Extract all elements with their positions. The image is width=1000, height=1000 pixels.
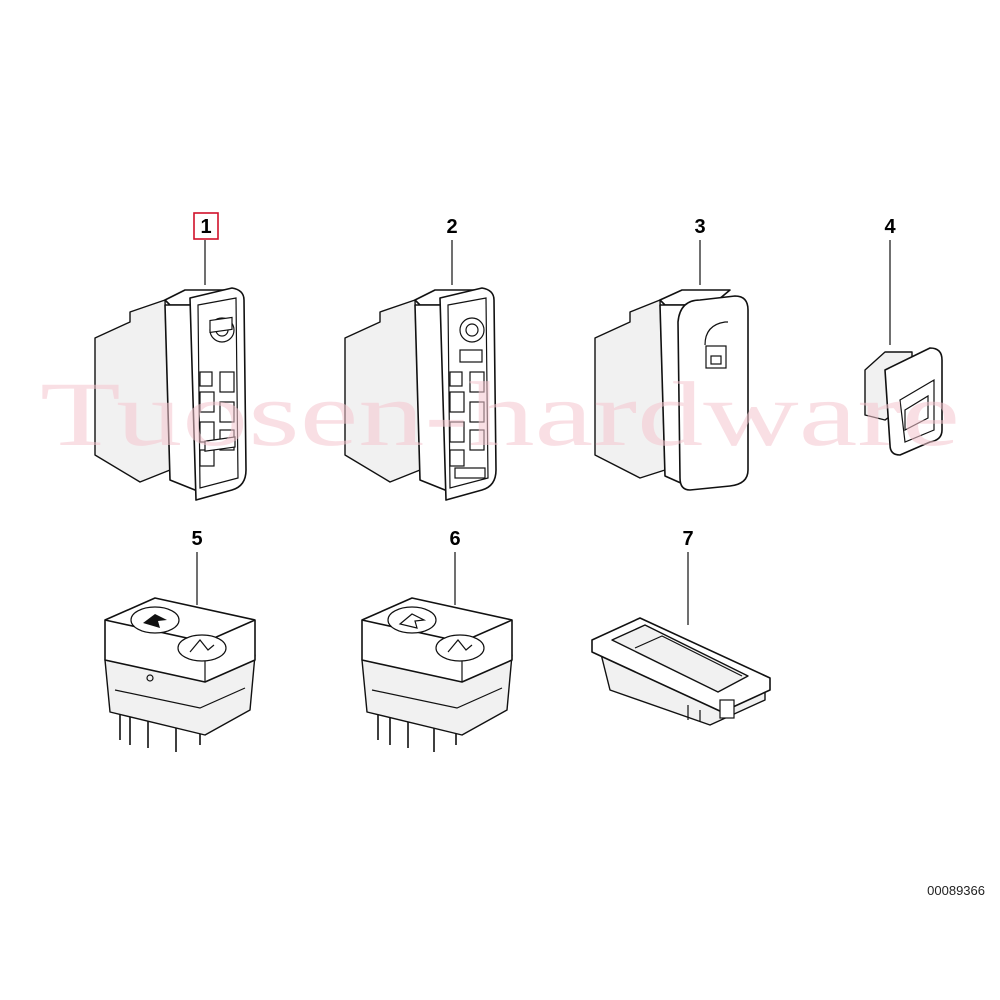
part-2-window-switch-block[interactable] — [344, 287, 497, 501]
watermark-text: Tuosen-hardware — [40, 363, 960, 465]
callout-1[interactable]: 1 — [200, 216, 211, 238]
callout-6[interactable]: 6 — [449, 528, 460, 550]
callout-3[interactable]: 3 — [694, 216, 705, 238]
part-1-window-switch-block[interactable] — [94, 287, 247, 501]
part-6-rocker-switch[interactable] — [361, 597, 513, 752]
part-5-rocker-switch[interactable] — [104, 597, 256, 752]
callout-7[interactable]: 7 — [682, 528, 693, 550]
callout-2[interactable]: 2 — [446, 216, 457, 238]
part-4-small-switch[interactable] — [864, 347, 943, 456]
part-7-switch-frame[interactable] — [591, 617, 771, 726]
part-3-single-switch-block[interactable] — [594, 289, 749, 491]
callout-4[interactable]: 4 — [884, 216, 896, 238]
reference-number: 00089366 — [927, 883, 985, 898]
callout-1-highlight-box — [193, 212, 219, 240]
callout-5[interactable]: 5 — [191, 528, 202, 550]
